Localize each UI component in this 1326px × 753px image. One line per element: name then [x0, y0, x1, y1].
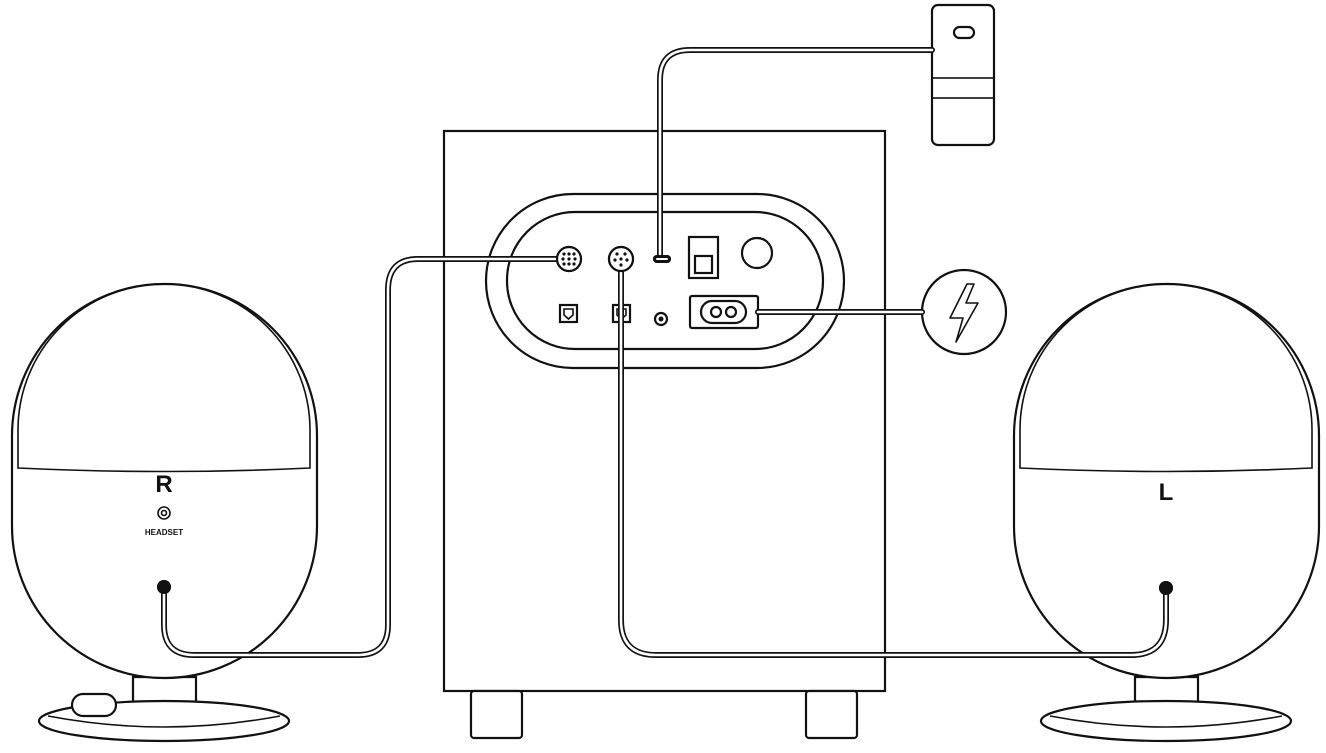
power-switch-icon	[687, 235, 720, 280]
left-speaker-label: L	[1159, 479, 1174, 506]
adapter-usb-port-icon	[952, 25, 976, 40]
left-speaker: L	[1012, 282, 1321, 743]
subwoofer	[442, 129, 887, 740]
power-lightning-icon	[920, 268, 1008, 356]
right-speaker-knob	[70, 692, 118, 718]
headset-port-label: HEADSET	[145, 528, 183, 537]
right-speaker-grille	[17, 283, 311, 473]
adapter-body	[930, 3, 996, 147]
aux-jack-icon	[653, 311, 669, 327]
subwoofer-foot-left	[469, 689, 524, 740]
headset-jack-icon	[157, 506, 171, 520]
subwoofer-foot-right	[804, 689, 859, 740]
right-speaker: R HEADSET	[10, 282, 319, 743]
right-speaker-label: R	[155, 471, 172, 498]
volume-knob-icon	[740, 236, 774, 270]
cables	[161, 47, 1169, 658]
left-speaker-grille	[1019, 283, 1313, 473]
usb-power-adapter	[930, 3, 996, 147]
rear-panel	[505, 210, 825, 351]
left-speaker-base	[1039, 699, 1293, 743]
ac-power-inlet-icon	[688, 294, 760, 330]
optical-input-icon	[558, 303, 579, 324]
